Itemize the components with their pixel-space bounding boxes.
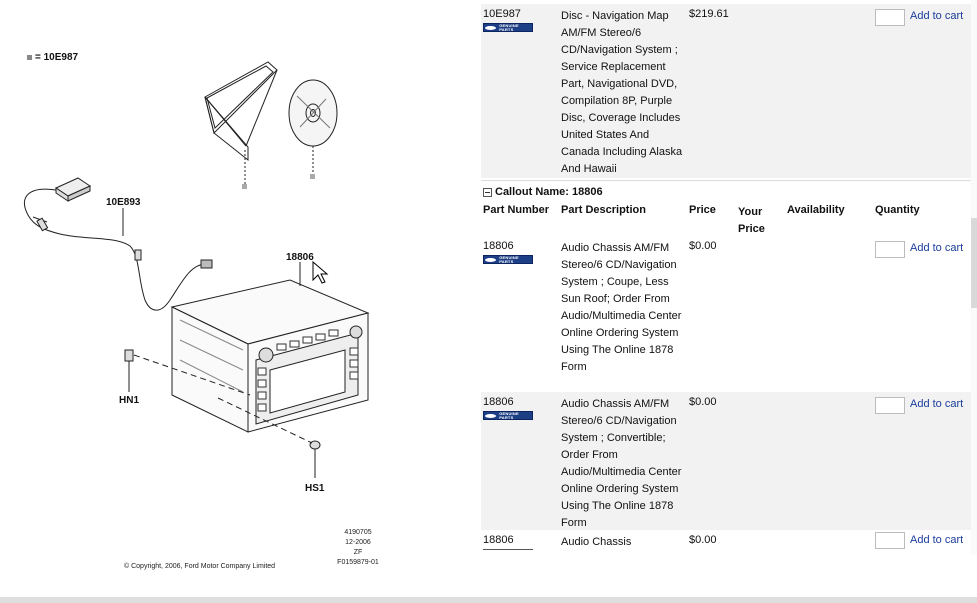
genuine-parts-logo: GENUINE PARTS <box>483 23 533 32</box>
row-underline <box>483 549 533 550</box>
antenna-cable-drawing <box>24 177 213 311</box>
diagram-info-line: 12-2006 <box>345 539 371 546</box>
quantity-input[interactable] <box>875 9 905 26</box>
part-number[interactable]: 18806 <box>483 240 514 252</box>
part-description: Disc - Navigation Map AM/FM Stereo/6 CD/… <box>561 10 683 175</box>
callout-header[interactable]: Callout Name: 18806 <box>483 186 603 198</box>
logo-text: GENUINE PARTS <box>499 410 519 420</box>
part-price: $0.00 <box>689 240 717 252</box>
add-to-cart-link[interactable]: Add to cart <box>910 398 964 410</box>
part-description: Audio Chassis AM/FM Stereo/6 CD/Navigati… <box>561 242 682 373</box>
callout-label-hn1[interactable]: HN1 <box>119 395 140 406</box>
ford-oval-icon <box>484 412 498 419</box>
diagram-info-line: 4190705 <box>344 529 372 536</box>
diagram-info: 4190705 12-2006 ZF F0159879-01 <box>330 528 386 568</box>
ford-oval-icon <box>484 256 498 263</box>
col-header-part-number: Part Number <box>483 204 550 216</box>
genuine-parts-logo: GENUINE PARTS <box>483 255 533 264</box>
parts-table: 10E987 GENUINE PARTS Disc - Navigation M… <box>481 0 971 555</box>
table-row: 10E987 GENUINE PARTS Disc - Navigation M… <box>481 4 971 178</box>
callout-label-hs1[interactable]: HS1 <box>305 483 325 494</box>
add-to-cart-link[interactable]: Add to cart <box>910 534 964 546</box>
diagram-info-line: F0159879-01 <box>337 559 379 566</box>
logo-text: GENUINE PARTS <box>499 254 519 264</box>
legend-marker <box>27 55 32 60</box>
add-to-cart-link[interactable]: Add to cart <box>910 242 964 254</box>
quantity-input[interactable] <box>875 397 905 414</box>
part-price: $219.61 <box>689 8 729 20</box>
add-to-cart-link[interactable]: Add to cart <box>910 10 964 22</box>
dvd-disc-drawing <box>288 79 338 179</box>
part-price: $0.00 <box>689 396 717 408</box>
part-number[interactable]: 18806 <box>483 396 514 408</box>
diagram-info-line: ZF <box>353 549 363 556</box>
callout-label-10e893[interactable]: 10E893 <box>106 197 141 208</box>
mouse-cursor-icon <box>312 260 329 284</box>
col-header-price: Price <box>689 204 716 216</box>
quantity-input[interactable] <box>875 241 905 258</box>
col-header-your-price: Your Price <box>738 206 765 235</box>
col-header-part-description: Part Description <box>561 204 646 216</box>
vertical-scrollbar[interactable] <box>971 0 977 555</box>
callout-title: Callout Name: 18806 <box>495 186 603 198</box>
genuine-parts-logo: GENUINE PARTS <box>483 411 533 420</box>
table-row: 18806 Audio Chassis $0.00 Add to cart <box>481 530 971 555</box>
part-number[interactable]: 10E987 <box>483 8 521 20</box>
part-price: $0.00 <box>689 534 717 546</box>
table-row: 18806 GENUINE PARTS Audio Chassis AM/FM … <box>481 236 971 390</box>
callout-label-18806[interactable]: 18806 <box>286 252 314 263</box>
quantity-input[interactable] <box>875 532 905 549</box>
parts-diagram: = 10E987 10E893 18806 HN1 HS1 4190705 12… <box>0 0 470 603</box>
table-row: 18806 GENUINE PARTS Audio Chassis AM/FM … <box>481 392 971 530</box>
dvd-case-drawing <box>204 61 278 189</box>
radio-unit-drawing <box>170 262 370 433</box>
logo-text: GENUINE PARTS <box>499 22 519 32</box>
legend-label: = 10E987 <box>35 52 79 63</box>
part-number[interactable]: 18806 <box>483 534 514 546</box>
horizontal-scrollbar[interactable] <box>0 597 977 603</box>
col-header-quantity: Quantity <box>875 204 920 216</box>
exploded-view-drawing <box>24 55 370 478</box>
ford-oval-icon <box>484 24 498 31</box>
col-header-availability: Availability <box>787 204 845 216</box>
part-description: Audio Chassis <box>561 536 632 548</box>
fastener-drawing <box>124 349 321 478</box>
collapse-icon[interactable] <box>483 187 492 197</box>
divider <box>481 180 971 181</box>
copyright-notice: © Copyright, 2006, Ford Motor Company Li… <box>124 563 276 570</box>
scrollbar-thumb[interactable] <box>971 218 977 308</box>
part-description: Audio Chassis AM/FM Stereo/6 CD/Navigati… <box>561 398 682 529</box>
